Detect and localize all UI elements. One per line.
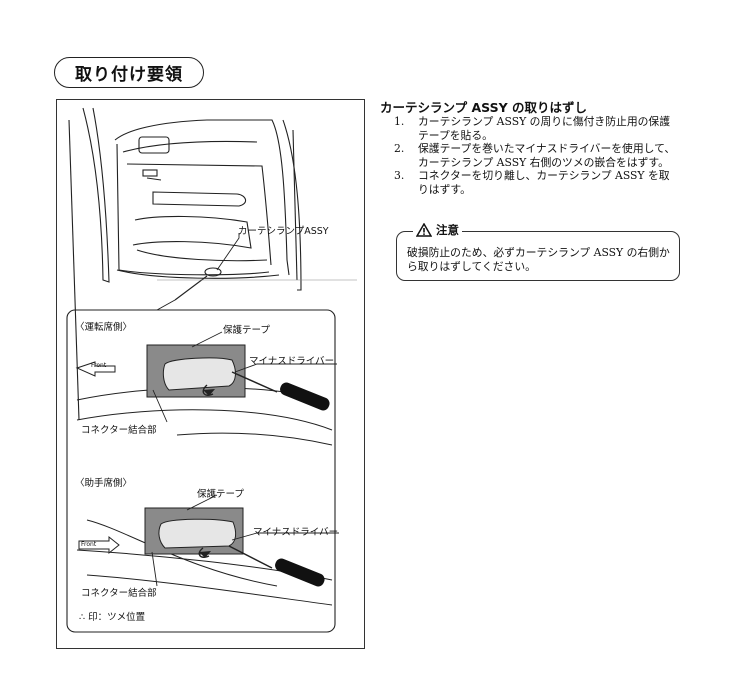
part-label: カーテシランプASSY bbox=[238, 226, 329, 237]
front-arrow-driver-icon bbox=[75, 361, 116, 377]
caution-label: 注意 bbox=[436, 223, 459, 237]
step-text: コネクターを切り離し、カーテシランプ ASSY を取りはずす。 bbox=[418, 169, 670, 196]
caution-header: 注意 bbox=[413, 222, 462, 238]
step-item: 1. カーテシランプ ASSY の周りに傷付き防止用の保護テープを貼る。 bbox=[380, 115, 680, 142]
driver-tool-label: マイナスドライバー bbox=[249, 356, 335, 367]
page-title: 取り付け要領 bbox=[54, 57, 204, 88]
driver-front-label: Front bbox=[91, 362, 107, 369]
passenger-tool-label: マイナスドライバー bbox=[253, 527, 339, 538]
passenger-side-label: 〈助手席側〉 bbox=[75, 478, 133, 489]
tab-position-legend: ∴ 印：ツメ位置 bbox=[79, 612, 146, 623]
screwdriver-driver-icon bbox=[280, 382, 330, 411]
step-number: 3. bbox=[394, 169, 405, 182]
step-text: カーテシランプ ASSY の周りに傷付き防止用の保護テープを貼る。 bbox=[418, 115, 671, 142]
driver-tape-label: 保護テープ bbox=[223, 325, 270, 336]
step-number: 1. bbox=[394, 115, 405, 128]
caution-box: 注意 破損防止のため、必ずカーテシランプ ASSY の右側から取りはずしてくださ… bbox=[396, 222, 680, 281]
driver-connector-label: コネクター結合部 bbox=[81, 425, 157, 436]
installation-figure: カーテシランプASSY 〈運転席側〉 保護テープ マイナスドライバー Front… bbox=[56, 99, 365, 649]
step-item: 3. コネクターを切り離し、カーテシランプ ASSY を取りはずす。 bbox=[380, 169, 680, 196]
front-arrow-passenger-icon bbox=[78, 535, 120, 555]
section-title: カーテシランプ ASSY の取りはずし bbox=[380, 100, 587, 115]
driver-side-label: 〈運転席側〉 bbox=[75, 322, 133, 333]
step-list: 1. カーテシランプ ASSY の周りに傷付き防止用の保護テープを貼る。 2. … bbox=[380, 115, 680, 196]
door-illustration bbox=[66, 107, 357, 633]
passenger-connector-label: コネクター結合部 bbox=[81, 588, 157, 599]
warning-triangle-icon bbox=[416, 223, 432, 237]
caution-text: 破損防止のため、必ずカーテシランプ ASSY の右側から取りはずしてください。 bbox=[407, 246, 670, 273]
passenger-front-label: Front bbox=[81, 541, 97, 548]
passenger-tape-label: 保護テープ bbox=[197, 489, 244, 500]
step-text: 保護テープを巻いたマイナスドライバーを使用して、カーテシランプ ASSY 右側の… bbox=[418, 142, 676, 169]
step-number: 2. bbox=[394, 142, 405, 155]
step-item: 2. 保護テープを巻いたマイナスドライバーを使用して、カーテシランプ ASSY … bbox=[380, 142, 680, 169]
screwdriver-passenger-icon bbox=[275, 558, 325, 587]
